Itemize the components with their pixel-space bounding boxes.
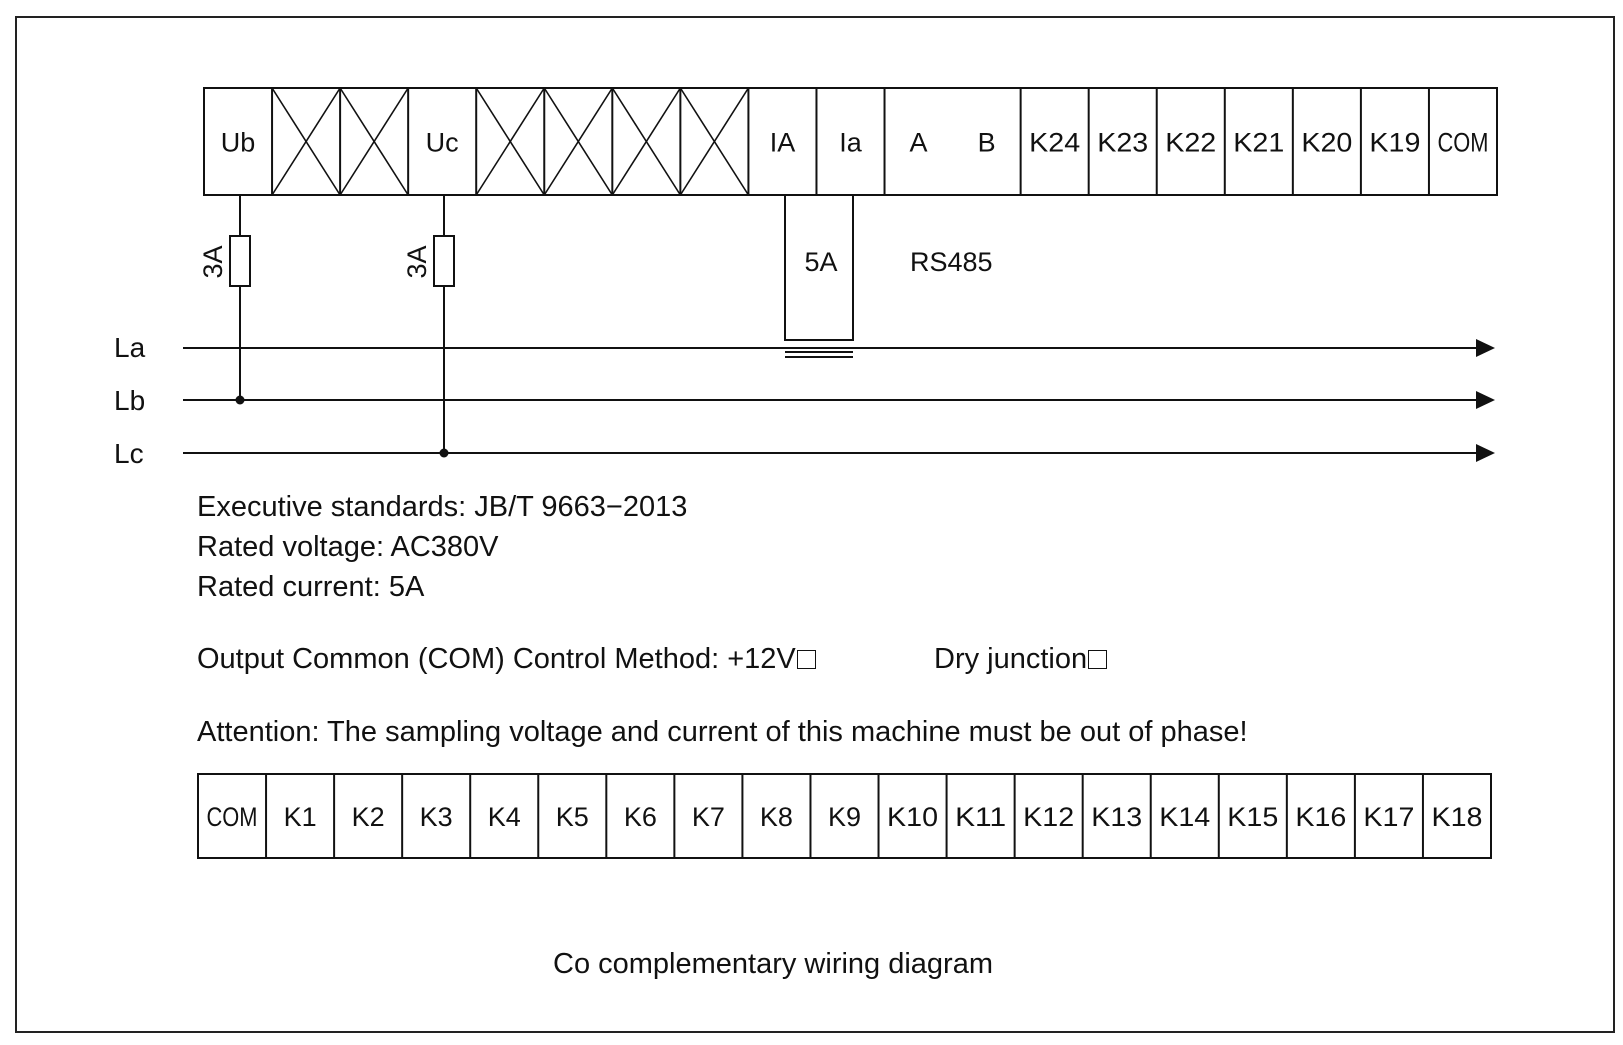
top-terminal-k22: K22 <box>1165 128 1216 158</box>
top-terminal-com: COM <box>1437 128 1488 158</box>
top-unused-cross <box>543 87 613 196</box>
bottom-terminal-k4: K4 <box>488 802 521 832</box>
top-terminal-strip: Ub Uc IA Ia A B K24 K23 K22 K21 K20 K19 COM <box>203 87 1498 196</box>
attention-note: Attention: The sampling voltage and curr… <box>197 716 1248 748</box>
bottom-terminal-k8: K8 <box>760 802 793 832</box>
bottom-terminal-k3: K3 <box>420 802 453 832</box>
ct-loop <box>784 195 854 341</box>
bottom-terminal-k12: K12 <box>1023 802 1074 832</box>
bottom-terminal-k15: K15 <box>1227 802 1278 832</box>
diagram-frame <box>15 16 1615 1033</box>
bottom-terminal-k9: K9 <box>828 802 861 832</box>
ub-fuse <box>229 235 251 287</box>
uc-fuse <box>433 235 455 287</box>
top-unused-cross <box>339 87 409 196</box>
top-terminal-b: B <box>978 128 996 158</box>
bottom-terminal-k1: K1 <box>284 802 317 832</box>
top-unused-cross <box>611 87 682 196</box>
bottom-terminal-k17: K17 <box>1363 802 1414 832</box>
bottom-terminal-k2: K2 <box>352 802 385 832</box>
top-unused-cross <box>475 87 545 196</box>
ub-fuse-branch: 3A <box>198 195 251 405</box>
arrow-lc <box>1476 444 1495 462</box>
bottom-outline <box>197 773 1492 859</box>
line-label-lc: Lc <box>114 438 144 469</box>
phase-lines: La Lb Lc <box>114 332 1495 469</box>
bottom-terminal-strip: COM K1 K2 K3 K4 K5 K6 K7 K8 K9 K10 K11 K12 K13 K14 K15 K… <box>197 773 1492 859</box>
top-outline <box>203 87 1498 196</box>
top-terminal-k21: K21 <box>1233 128 1284 158</box>
top-terminal-k24: K24 <box>1029 128 1080 158</box>
diagram-caption: Co complementary wiring diagram <box>553 948 993 980</box>
line-label-la: La <box>114 332 146 363</box>
bottom-terminal-k11: K11 <box>955 802 1006 832</box>
dry-junction-line: Dry junction <box>934 643 1108 675</box>
uc-fuse-rating: 3A <box>402 245 432 278</box>
top-terminal-k23: K23 <box>1097 128 1148 158</box>
top-unused-cross <box>271 87 341 196</box>
top-terminal-ia: IA <box>770 128 796 158</box>
rs485-label: RS485 <box>910 247 993 277</box>
bottom-terminal-k14: K14 <box>1159 802 1210 832</box>
bottom-terminal-k6: K6 <box>624 802 657 832</box>
bottom-terminal-k10: K10 <box>887 802 938 832</box>
top-terminal-a: A <box>910 128 928 158</box>
line-label-lb: Lb <box>114 385 145 416</box>
top-terminal-k19: K19 <box>1369 128 1420 158</box>
current-transformer: 5A <box>784 195 854 358</box>
top-unused-cross <box>679 87 750 196</box>
bottom-terminal-k16: K16 <box>1295 802 1346 832</box>
bottom-terminal-k18: K18 <box>1431 802 1482 832</box>
checkbox-dry-junction[interactable] <box>1088 650 1108 669</box>
control-method-text: Output Common (COM) Control Method: +12V <box>197 643 796 675</box>
bottom-terminal-k13: K13 <box>1091 802 1142 832</box>
uc-fuse-branch: 3A <box>402 195 455 458</box>
arrow-lb <box>1476 391 1495 409</box>
top-terminal-uc: Uc <box>426 128 459 158</box>
bottom-terminal-k7: K7 <box>692 802 725 832</box>
control-method-line: Output Common (COM) Control Method: +12V <box>197 645 816 674</box>
bottom-terminal-com: COM <box>207 802 258 832</box>
rated-current: Rated current: 5A <box>197 571 425 603</box>
top-terminal-k20: K20 <box>1301 128 1352 158</box>
executive-standards: Executive standards: JB/T 9663−2013 <box>197 491 688 523</box>
arrow-la <box>1476 339 1495 357</box>
ub-fuse-rating: 3A <box>198 245 228 278</box>
bottom-terminal-k5: K5 <box>556 802 589 832</box>
checkbox-12v[interactable] <box>796 650 816 669</box>
dry-junction-text: Dry junction <box>934 643 1088 675</box>
top-terminal-ub: Ub <box>221 128 256 158</box>
top-terminal-ia: Ia <box>839 128 863 158</box>
rated-voltage: Rated voltage: AC380V <box>197 531 499 563</box>
ct-rating: 5A <box>804 247 837 277</box>
